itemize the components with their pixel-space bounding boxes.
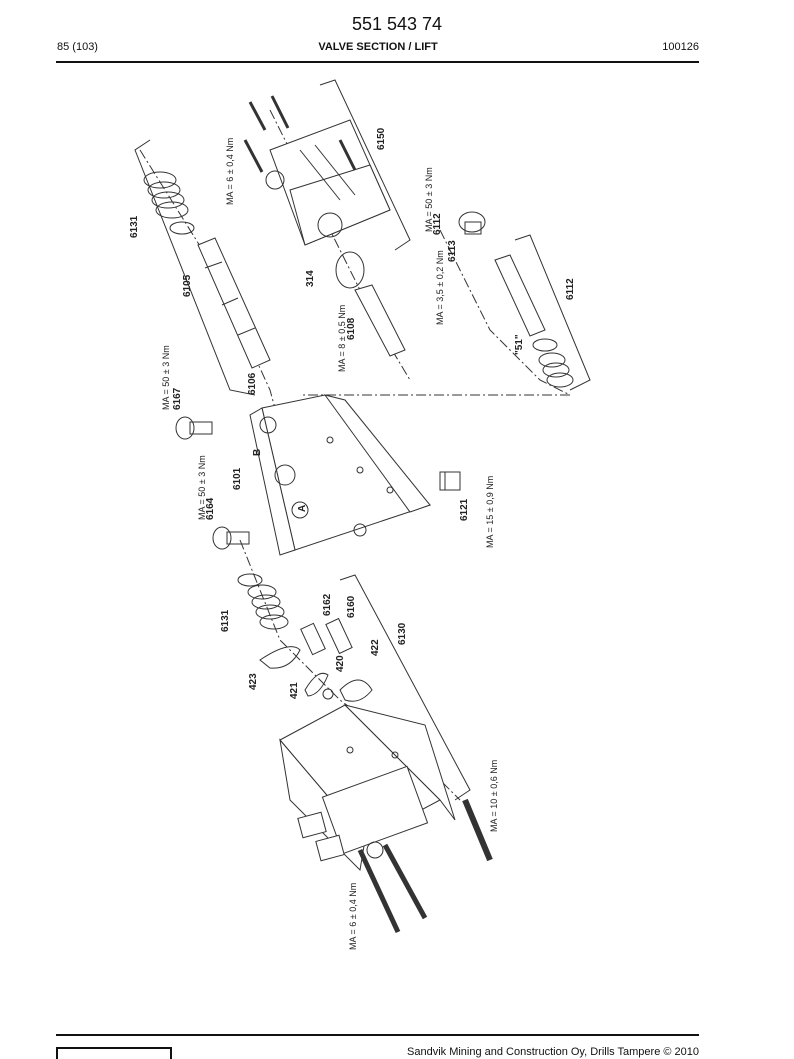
part-label-6164: 6164	[205, 497, 216, 520]
part-label-6131: 6131	[220, 609, 231, 632]
pin-6108	[354, 284, 406, 357]
valve-6113	[494, 254, 546, 337]
seal-421	[304, 672, 329, 697]
seal-420	[322, 688, 334, 700]
spring-6131-upper	[143, 171, 195, 235]
part-label-6105: 6105	[182, 274, 193, 297]
torque-spec: MA = 8 ± 0,5 Nm	[337, 305, 347, 372]
valve-body-6101	[249, 394, 431, 556]
torque-spec: MA = 3,5 ± 0,2 Nm	[435, 250, 445, 325]
part-label-6101: 6101	[232, 467, 243, 490]
document-number: 551 543 74	[351, 14, 443, 34]
screw	[357, 848, 401, 934]
part-label-6167: 6167	[172, 387, 183, 410]
part-label-314: 314	[305, 270, 316, 287]
section-title: VALVE SECTION / LIFT	[318, 41, 438, 53]
part-label-51: "51"	[514, 334, 525, 355]
spring-6131-lower	[237, 573, 289, 630]
torque-spec: MA = 10 ± 0,6 Nm	[489, 760, 499, 832]
seal-423	[259, 646, 301, 669]
port-label-a: A	[297, 505, 308, 512]
actuator-6130	[279, 704, 456, 872]
torque-spec: MA = 6 ± 0,4 Nm	[348, 883, 358, 950]
screw	[382, 843, 428, 920]
footer-rule	[56, 1034, 699, 1036]
actuator-6150	[243, 95, 391, 246]
pin-6160	[325, 617, 353, 655]
ring-314	[335, 251, 365, 289]
document-code: 100126	[662, 41, 699, 53]
sandvik-logo	[56, 1047, 172, 1059]
part-label-6108: 6108	[346, 317, 357, 340]
spool-6105	[197, 237, 271, 369]
group-bracket	[514, 234, 591, 391]
part-label-6150: 6150	[376, 127, 387, 150]
plug-6121	[439, 471, 461, 491]
part-label-6160: 6160	[346, 595, 357, 618]
part-label-6162: 6162	[322, 593, 333, 616]
torque-spec: MA = 6 ± 0,4 Nm	[225, 138, 235, 205]
part-label-6112: 6112	[565, 278, 576, 300]
page-reference: 85 (103)	[57, 41, 98, 53]
part-label-6112: 6112	[432, 213, 443, 235]
assembly-axis-line	[300, 229, 571, 396]
copyright-text: Sandvik Mining and Construction Oy, Dril…	[407, 1046, 699, 1058]
part-label-6131: 6131	[129, 215, 140, 238]
bolt	[462, 798, 493, 862]
spring-51	[532, 338, 574, 388]
seal-422	[339, 679, 373, 702]
group-bracket	[134, 139, 256, 396]
plug-6164	[212, 526, 250, 550]
part-label-6113: 6113	[447, 240, 458, 262]
plug-6112	[458, 211, 486, 235]
torque-spec: MA = 15 ± 0,9 Nm	[485, 476, 495, 548]
pin-6162	[300, 622, 326, 656]
torque-spec: MA = 50 ± 3 Nm	[197, 455, 207, 520]
port-label-b: B	[252, 449, 263, 456]
plug-6167	[175, 416, 213, 440]
part-label-6121: 6121	[459, 498, 470, 521]
header-rule	[56, 61, 699, 63]
torque-spec: MA = 50 ± 3 Nm	[424, 167, 434, 232]
part-label-421: 421	[289, 682, 300, 699]
part-label-420: 420	[335, 655, 346, 672]
part-label-422: 422	[370, 639, 381, 656]
part-label-6130: 6130	[397, 622, 408, 645]
part-label-6106: 6106	[247, 372, 258, 395]
group-bracket	[319, 79, 411, 251]
group-bracket	[339, 574, 471, 801]
torque-spec: MA = 50 ± 3 Nm	[161, 345, 171, 410]
part-label-423: 423	[248, 673, 259, 690]
